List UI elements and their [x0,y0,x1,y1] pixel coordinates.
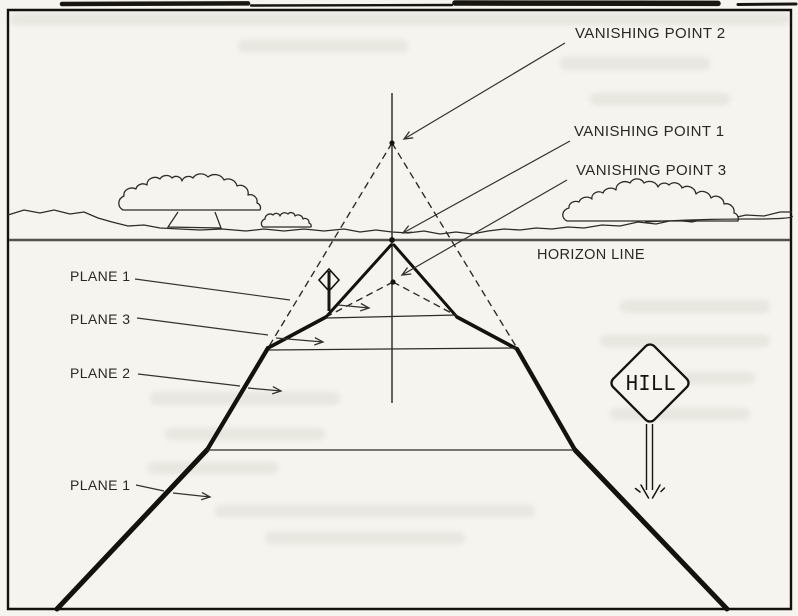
road-left-edge-plane1 [54,447,210,612]
bleed-through-smudge [610,408,750,420]
road-left-edge [54,243,393,612]
plane1-lower-arrow [172,493,210,497]
plane3-arrow [275,338,323,342]
bleed-through-smudge [165,428,325,440]
plane1-lower-leader [135,484,165,492]
plane2-arrow [247,388,281,391]
vanishing-point-1-label: VANISHING POINT 1 [574,123,724,140]
plane3-leader [136,317,269,336]
cloud-right [562,178,739,222]
vp3-leader-arrow [402,179,568,275]
bleed-through-smudge [590,93,730,105]
road-right-edge-plane3 [455,315,519,351]
plane1-upper-arrow [337,305,369,308]
road-left-edge-crest [324,243,393,319]
small-road-sign-back [317,267,341,311]
hill-sign-diamond [610,343,690,423]
leader-lines [134,42,571,497]
hill-road-sign: HILL [610,343,690,499]
vp2-right-construction-line [391,142,518,349]
scan-streak [736,2,798,6]
bleed-through-smudge [560,57,710,70]
plane2-leader [137,373,241,387]
vp2-leader-arrow [404,42,566,139]
cloud-left-base [166,211,222,229]
bleed-through-smudge [265,532,465,544]
scan-torn-edge [59,0,798,7]
construction-lines [267,142,518,349]
bleed-through-smudge [10,13,790,25]
vanishing-point-2-label: VANISHING POINT 2 [575,25,725,42]
vanishing-point-3-dot [390,279,396,285]
bleed-through-smudge [600,335,770,347]
vp3-left-construction-line [325,281,394,318]
road [54,243,730,612]
hill-sign-text: HILL [626,371,676,395]
cloud-small [260,211,312,228]
road-right-edge-plane1 [572,447,730,612]
text-labels: VANISHING POINT 2 VANISHING POINT 1 VANI… [70,25,726,493]
scan-streak [59,1,251,7]
vanishing-point-3-label: VANISHING POINT 3 [576,162,726,179]
plane-1-lower-label: PLANE 1 [70,477,130,493]
plane-2-label: PLANE 2 [70,365,130,381]
vanishing-point-2-dot [389,140,395,146]
road-right-edge-plane2 [514,346,578,453]
vp2-left-construction-line [267,142,393,349]
bleed-through-smudge [150,392,340,405]
bleed-through-smudge [215,505,535,517]
clouds [118,173,793,229]
horizon-line-label: HORIZON LINE [537,247,645,263]
plane-boundary-upper [325,314,458,319]
road-left-edge-plane2 [204,345,271,453]
plane-boundary-middle [268,347,517,351]
hill-sign-post-down-arrow [634,484,666,499]
scan-streak [249,3,454,7]
figure-border [6,8,793,611]
vp1-leader-arrow [403,140,571,233]
plane-3-label: PLANE 3 [70,311,130,327]
road-right-edge [392,243,730,612]
plane1-upper-leader [134,278,291,301]
bleed-through-smudge [620,300,770,313]
vanishing-point-1-dot [389,237,395,243]
road-right-edge-crest [392,243,459,319]
vp3-right-construction-line [392,281,458,317]
plane-1-upper-label: PLANE 1 [70,268,130,284]
bleed-through-smudge [148,462,278,474]
cloud-left [118,173,262,211]
cloud-right-base-line [644,215,793,223]
road-left-edge-plane3 [266,315,328,350]
bleed-through-smudge [238,40,408,52]
